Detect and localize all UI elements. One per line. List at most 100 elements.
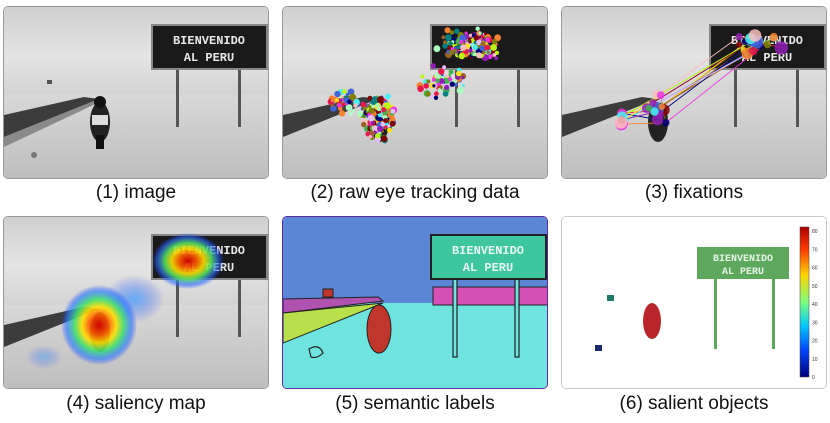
colorbar-tick-label: 80 [812, 229, 818, 235]
gaze-point [367, 114, 375, 122]
gaze-point [472, 52, 477, 56]
gaze-point [475, 26, 480, 31]
caption-fixations: (3) fixations [644, 182, 744, 203]
semantic-labels-image: BIENVENIDO AL PERU [283, 217, 547, 388]
gaze-point [473, 35, 480, 41]
gaze-point [353, 103, 358, 108]
gaze-point [336, 103, 341, 108]
gaze-point [456, 45, 461, 50]
gaze-point [433, 45, 441, 53]
gaze-point [435, 78, 440, 83]
gaze-point [460, 44, 467, 51]
gaze-point [444, 27, 451, 34]
fixation-point [662, 119, 670, 127]
saccade-line [648, 50, 754, 109]
gaze-point [434, 91, 439, 97]
desert-photo: BIENVENIDO AL PERU [4, 7, 268, 178]
caption-salient-objects: (6) salient objects [619, 393, 769, 414]
gaze-point [433, 95, 439, 101]
gaze-point [368, 107, 375, 114]
gaze-point [484, 44, 491, 51]
gaze-point [375, 133, 381, 139]
gaze-point [445, 74, 450, 78]
gaze-point [461, 76, 465, 80]
gaze-point [371, 120, 376, 125]
gaze-point [338, 106, 343, 111]
gaze-point [385, 93, 391, 100]
gaze-point [381, 107, 387, 113]
saliency-heatmap [26, 233, 224, 369]
gaze-point [461, 84, 465, 87]
gaze-point [347, 88, 355, 96]
raw-eye-tracking-image [283, 7, 547, 178]
motorcycle [90, 96, 110, 149]
gaze-point [439, 85, 443, 89]
gaze-point [480, 34, 484, 39]
gaze-point [490, 44, 497, 51]
colorbar-tick-label: 0 [812, 375, 815, 381]
gaze-point [468, 40, 472, 44]
sign-text-line1: BIENVENIDO [452, 244, 524, 258]
gaze-point [445, 34, 452, 41]
saccade-line [652, 40, 754, 104]
gaze-point [438, 78, 445, 84]
gaze-point [438, 68, 445, 75]
saccade-line [621, 112, 658, 121]
gaze-point [339, 110, 346, 117]
fixation-point [649, 99, 657, 107]
gaze-point [348, 111, 353, 116]
caption-semantic-labels: (5) semantic labels [335, 393, 495, 414]
sign-text-line1: BIENVENIDO [173, 34, 245, 48]
gaze-point [377, 113, 382, 118]
saliency-map-image: BIENVENIDO AL PERU [4, 217, 268, 388]
gaze-point [464, 31, 468, 35]
fixation-point [769, 32, 778, 42]
gaze-point [417, 85, 424, 93]
gaze-point [441, 83, 446, 87]
gaze-point [441, 35, 446, 40]
gaze-point [390, 108, 396, 114]
gaze-point [480, 41, 486, 47]
gaze-point [459, 54, 463, 58]
gaze-point [430, 63, 436, 69]
panel-raw-eye-tracking [282, 6, 548, 179]
gaze-point [453, 48, 457, 53]
gaze-point [442, 91, 449, 97]
gaze-point [342, 89, 347, 94]
fixation-point [645, 105, 652, 112]
gaze-point [456, 70, 462, 77]
colorbar-tick-label: 70 [812, 247, 818, 253]
gaze-point [449, 30, 455, 35]
caption-raw-eye-tracking: (2) raw eye tracking data [310, 182, 520, 203]
gaze-point [335, 98, 339, 103]
gaze-point [334, 90, 341, 98]
gaze-point [494, 56, 499, 61]
gaze-point [383, 118, 389, 124]
gaze-point [448, 77, 453, 82]
gaze-point [432, 84, 436, 88]
gaze-point [448, 69, 454, 75]
fixation-point [614, 116, 628, 129]
gaze-point [476, 52, 482, 59]
panel-saliency-map: BIENVENIDO AL PERU [3, 216, 269, 389]
gaze-point [367, 95, 373, 101]
panel-semantic-labels: BIENVENIDO AL PERU [282, 216, 548, 389]
gaze-point [362, 106, 367, 111]
gaze-point [349, 93, 356, 101]
gaze-point [450, 47, 454, 51]
gaze-point [375, 103, 380, 108]
sign-text-line2: AL PERU [463, 261, 513, 275]
gaze-point [443, 40, 447, 44]
gaze-point [423, 83, 429, 89]
gaze-point [442, 65, 447, 70]
gaze-point [443, 84, 450, 91]
colorbar-tick-label: 60 [812, 266, 818, 272]
colorbar-tick-label: 10 [812, 357, 818, 363]
fixation-point [748, 47, 758, 56]
gaze-points [327, 26, 501, 144]
gaze-point [425, 91, 431, 97]
gaze-point [449, 81, 455, 87]
gaze-point [376, 107, 382, 112]
